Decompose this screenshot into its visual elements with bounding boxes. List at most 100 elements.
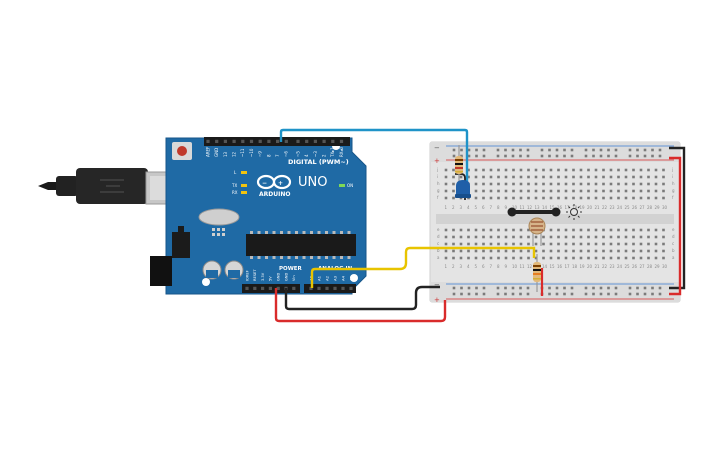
breadboard-hole[interactable]	[654, 175, 658, 179]
breadboard-hole[interactable]	[662, 235, 665, 239]
analog-pin-hole[interactable]	[309, 286, 313, 290]
rail-hole[interactable]	[651, 154, 654, 158]
breadboard-hole[interactable]	[647, 249, 650, 253]
breadboard-hole[interactable]	[504, 189, 508, 193]
rail-hole[interactable]	[563, 154, 566, 158]
breadboard-hole[interactable]	[459, 249, 463, 253]
rail-hole[interactable]	[570, 286, 574, 290]
breadboard-hole[interactable]	[572, 182, 575, 186]
breadboard-hole[interactable]	[662, 189, 665, 193]
breadboard-hole[interactable]	[557, 196, 560, 200]
breadboard-hole[interactable]	[527, 256, 530, 260]
breadboard-hole[interactable]	[572, 175, 575, 179]
breadboard-hole[interactable]	[587, 249, 590, 253]
breadboard-hole[interactable]	[654, 256, 658, 260]
breadboard-hole[interactable]	[497, 242, 500, 246]
rail-hole[interactable]	[511, 154, 515, 158]
breadboard-hole[interactable]	[647, 196, 650, 200]
breadboard-hole[interactable]	[617, 242, 620, 246]
breadboard-hole[interactable]	[662, 196, 665, 200]
rail-hole[interactable]	[548, 154, 551, 158]
breadboard-hole[interactable]	[452, 182, 455, 186]
rail-hole[interactable]	[563, 148, 566, 152]
rail-hole[interactable]	[614, 286, 618, 290]
breadboard-hole[interactable]	[452, 235, 455, 239]
breadboard-hole[interactable]	[474, 189, 478, 193]
breadboard-hole[interactable]	[617, 189, 620, 193]
breadboard-hole[interactable]	[467, 256, 470, 260]
breadboard-hole[interactable]	[647, 175, 650, 179]
analog-pin-hole[interactable]	[317, 286, 321, 290]
rail-hole[interactable]	[504, 148, 507, 152]
breadboard-hole[interactable]	[654, 196, 658, 200]
breadboard-hole[interactable]	[444, 256, 448, 260]
breadboard-hole[interactable]	[587, 228, 590, 232]
breadboard-hole[interactable]	[467, 249, 470, 253]
breadboard-hole[interactable]	[452, 168, 455, 172]
breadboard-hole[interactable]	[564, 249, 568, 253]
breadboard-hole[interactable]	[587, 182, 590, 186]
breadboard-hole[interactable]	[557, 235, 560, 239]
breadboard-hole[interactable]	[512, 175, 515, 179]
breadboard-hole[interactable]	[587, 168, 590, 172]
breadboard-hole[interactable]	[549, 235, 553, 239]
breadboard-hole[interactable]	[467, 228, 470, 232]
rail-hole[interactable]	[651, 148, 654, 152]
rail-hole[interactable]	[592, 286, 595, 290]
breadboard-hole[interactable]	[639, 175, 643, 179]
rail-hole[interactable]	[452, 286, 456, 290]
rail-hole[interactable]	[482, 292, 486, 296]
digital-pin-hole[interactable]	[305, 139, 309, 143]
breadboard-hole[interactable]	[542, 235, 545, 239]
rail-hole[interactable]	[511, 286, 515, 290]
breadboard-hole[interactable]	[654, 228, 658, 232]
breadboard-hole[interactable]	[474, 249, 478, 253]
rail-hole[interactable]	[555, 292, 559, 296]
breadboard-hole[interactable]	[602, 235, 605, 239]
breadboard-hole[interactable]	[609, 242, 613, 246]
breadboard-hole[interactable]	[587, 256, 590, 260]
breadboard-hole[interactable]	[512, 196, 515, 200]
rail-hole[interactable]	[592, 154, 595, 158]
breadboard-hole[interactable]	[602, 196, 605, 200]
rail-hole[interactable]	[467, 154, 471, 158]
rail-hole[interactable]	[614, 148, 618, 152]
breadboard-hole[interactable]	[489, 168, 493, 172]
breadboard-hole[interactable]	[474, 175, 478, 179]
breadboard-hole[interactable]	[639, 242, 643, 246]
breadboard-hole[interactable]	[602, 168, 605, 172]
rail-hole[interactable]	[504, 292, 507, 296]
breadboard-hole[interactable]	[534, 256, 538, 260]
breadboard-hole[interactable]	[609, 175, 613, 179]
rail-hole[interactable]	[460, 148, 463, 152]
breadboard-hole[interactable]	[587, 196, 590, 200]
led-blue[interactable]	[455, 180, 471, 198]
breadboard-hole[interactable]	[504, 175, 508, 179]
breadboard-hole[interactable]	[639, 182, 643, 186]
usb-cable[interactable]	[38, 168, 183, 205]
breadboard-hole[interactable]	[459, 235, 463, 239]
breadboard-hole[interactable]	[549, 168, 553, 172]
breadboard-hole[interactable]	[594, 242, 598, 246]
breadboard-hole[interactable]	[459, 256, 463, 260]
breadboard-hole[interactable]	[624, 182, 628, 186]
slider-min-handle[interactable]	[507, 207, 517, 217]
breadboard-hole[interactable]	[497, 256, 500, 260]
breadboard-hole[interactable]	[617, 196, 620, 200]
rail-hole[interactable]	[496, 154, 500, 158]
rail-hole[interactable]	[460, 154, 463, 158]
breadboard-hole[interactable]	[632, 189, 635, 193]
breadboard-hole[interactable]	[647, 182, 650, 186]
breadboard-hole[interactable]	[519, 168, 523, 172]
breadboard-hole[interactable]	[489, 242, 493, 246]
rail-hole[interactable]	[570, 148, 574, 152]
power-pin-hole[interactable]	[268, 286, 272, 290]
breadboard-hole[interactable]	[564, 242, 568, 246]
analog-header[interactable]	[304, 284, 356, 293]
rail-hole[interactable]	[526, 148, 530, 152]
rail-hole[interactable]	[636, 148, 639, 152]
power-pin-hole[interactable]	[253, 286, 257, 290]
breadboard-hole[interactable]	[489, 175, 493, 179]
breadboard-hole[interactable]	[512, 249, 515, 253]
rail-hole[interactable]	[482, 286, 486, 290]
